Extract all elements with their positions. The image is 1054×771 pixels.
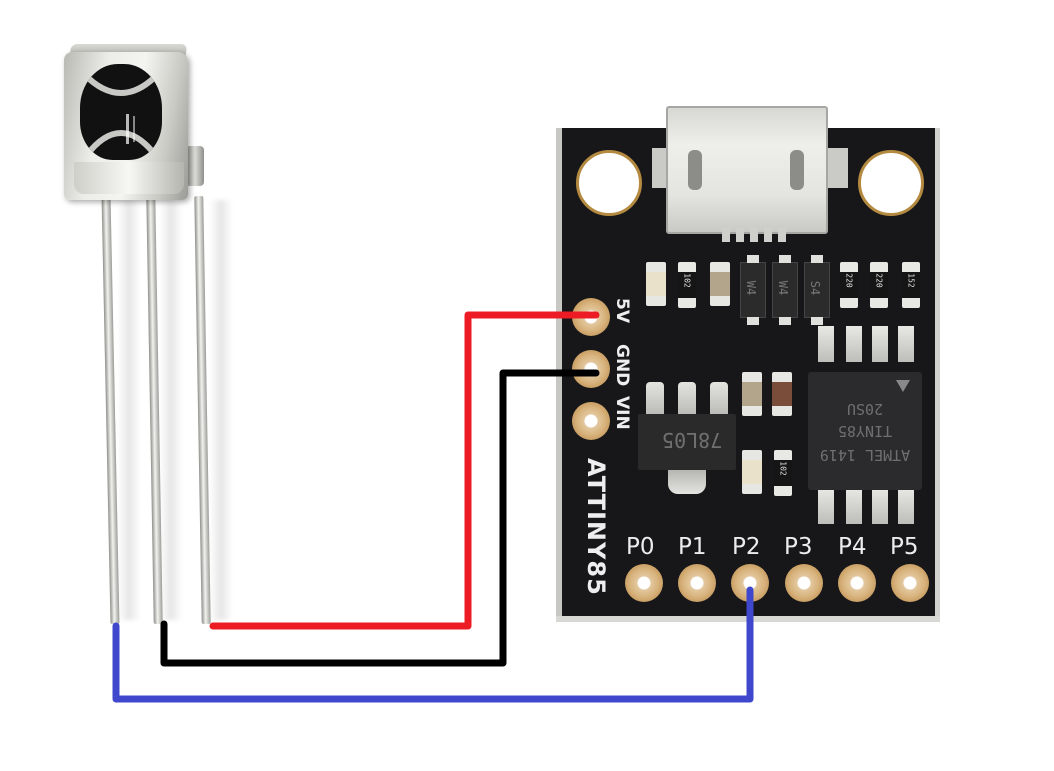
- usb-pin: [750, 228, 758, 242]
- regulator-leg: [710, 382, 728, 416]
- mcu-pin: [846, 488, 862, 524]
- resistor: 102: [678, 262, 696, 308]
- capacitor: [710, 262, 730, 306]
- resistor: 102: [774, 450, 792, 496]
- status-led: [742, 450, 762, 494]
- label-p5: P5: [890, 534, 919, 560]
- lead-shadow: [160, 200, 182, 620]
- label-p0: P0: [626, 534, 655, 560]
- wire-red-vcc-to-5v: [209, 311, 600, 630]
- mcu-pin: [818, 326, 834, 362]
- pad-vin: [572, 402, 610, 440]
- zener-diode: W4: [740, 255, 766, 325]
- lens-shine: [126, 114, 129, 144]
- capacitor: [772, 372, 792, 416]
- label-p2: P2: [732, 534, 761, 560]
- pad-p5: [891, 564, 929, 602]
- lead-shadow: [118, 200, 140, 620]
- resistor: 220: [870, 262, 888, 308]
- capacitor: [742, 372, 762, 416]
- pad-p4: [838, 564, 876, 602]
- mounting-hole-left: [576, 150, 642, 216]
- regulator-tab: [668, 470, 706, 494]
- micro-usb-connector: [666, 106, 828, 234]
- mcu-pin: [898, 326, 914, 362]
- ir-receiver-lens: [80, 64, 162, 160]
- zener-diode: W4: [772, 255, 798, 325]
- pad-gnd: [572, 350, 610, 388]
- mcu-pin: [898, 488, 914, 524]
- pad-p1: [678, 564, 716, 602]
- mounting-hole-right: [858, 150, 924, 216]
- pad-p0: [625, 564, 663, 602]
- pad-p3: [785, 564, 823, 602]
- wire-blue-out-to-p2: [112, 586, 754, 703]
- pin1-triangle-icon: [896, 380, 910, 392]
- mcu-pin: [872, 326, 888, 362]
- mcu-pin: [818, 488, 834, 524]
- usb-slot: [790, 150, 804, 190]
- regulator-leg: [646, 382, 664, 416]
- lens-shine: [133, 116, 135, 142]
- resistor: 220: [840, 262, 858, 308]
- mcu-pin: [846, 326, 862, 362]
- resistor: 152: [902, 262, 920, 308]
- label-p1: P1: [678, 534, 707, 560]
- usb-pin: [764, 228, 772, 242]
- ir-receiver-tab: [186, 146, 204, 186]
- lens-cross-icon: [81, 71, 161, 158]
- regulator-leg: [678, 382, 696, 416]
- wire-black-gnd-to-gnd: [160, 369, 600, 667]
- usb-pin: [778, 228, 786, 242]
- label-p3: P3: [784, 534, 813, 560]
- usb-slot: [688, 150, 702, 190]
- usb-pin: [736, 228, 744, 242]
- usb-pin: [722, 228, 730, 242]
- mcu-pin: [872, 488, 888, 524]
- schottky-diode: S4: [804, 255, 830, 325]
- usb-wing-right: [826, 148, 848, 188]
- label-p4: P4: [838, 534, 867, 560]
- voltage-regulator: 78L05: [638, 414, 736, 470]
- lead-shadow: [210, 200, 232, 620]
- ir-receiver-base: [74, 162, 184, 194]
- power-led: [646, 262, 666, 306]
